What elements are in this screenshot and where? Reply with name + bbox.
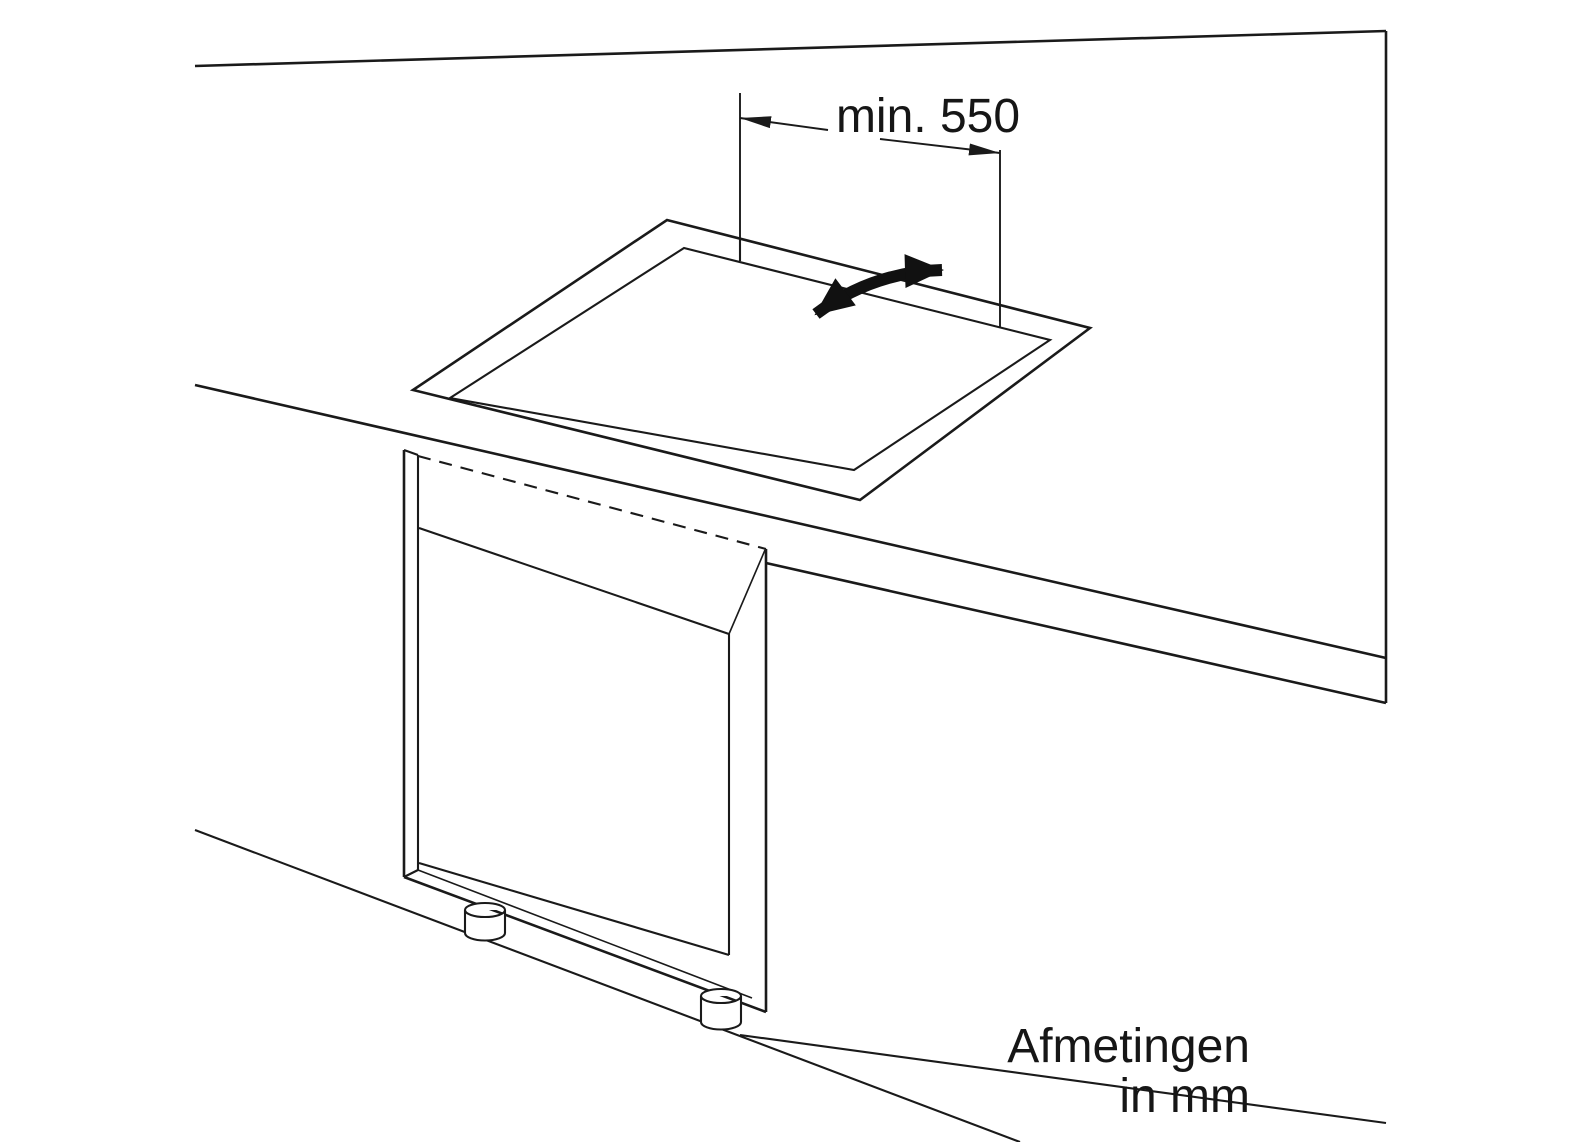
counter-front-face-bottom-edge	[765, 561, 1387, 705]
cabinet-interior-right-top-edge	[728, 549, 766, 635]
dimension-arrow-right-icon	[879, 138, 1001, 156]
cabinet-bottom-front-edge	[403, 875, 767, 1014]
cabinet-interior-back-bottom-edge	[418, 861, 730, 957]
double-arrow-icon	[812, 254, 944, 319]
counter-front-edge	[194, 383, 1387, 660]
caption-line-1: Afmetingen	[1007, 1020, 1250, 1073]
cabinet-leg-right	[699, 987, 743, 1031]
caption-line-2: in mm	[1119, 1070, 1250, 1123]
cutout-inner-rim	[447, 246, 1053, 472]
floor-wall-line	[194, 829, 1021, 1142]
base-cabinet	[402, 449, 768, 1031]
cabinet-hidden-top-edge	[417, 454, 767, 551]
floor	[194, 829, 1387, 1142]
cabinet-left-panel-bottom	[403, 869, 419, 878]
cabinet-bottom-inner-edge	[417, 869, 753, 999]
floor-front-line	[739, 1033, 1387, 1125]
cutout-outer-rim	[409, 218, 1093, 502]
units-caption: Afmetingen in mm	[1007, 1020, 1250, 1123]
slide-arrow	[812, 254, 944, 319]
dimension-label: min. 550	[836, 90, 1020, 143]
cabinet-interior-back-top-edge	[418, 527, 730, 635]
dimension-550: min. 550	[739, 90, 1020, 327]
countertop	[194, 29, 1388, 705]
cabinet-left-panel-top	[403, 449, 419, 456]
cabinet-leg-left	[463, 901, 507, 942]
wall-back-edge-line	[194, 29, 1387, 68]
dimension-arrow-left-icon	[739, 116, 829, 131]
